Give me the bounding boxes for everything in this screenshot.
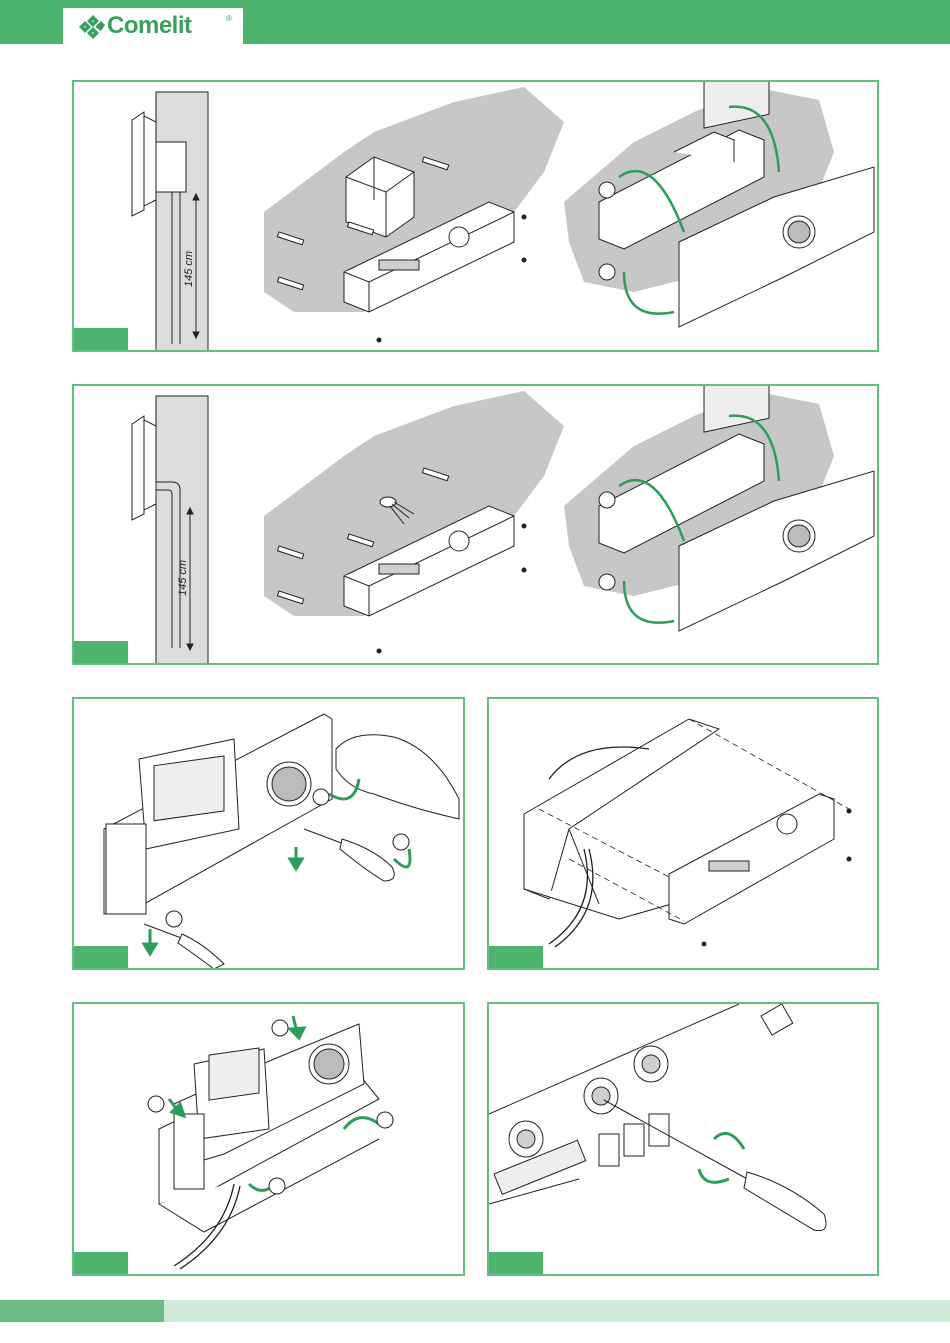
step-marker — [269, 1178, 285, 1194]
panel-tab — [489, 946, 543, 968]
brand-logo: Comelit ® — [63, 8, 243, 44]
monitor-unit — [104, 714, 332, 914]
instruction-panel-2: 145 cm — [72, 384, 879, 665]
side-view — [132, 92, 208, 352]
panel-tab — [74, 946, 128, 968]
height-label: 145 cm — [183, 251, 195, 287]
hand — [336, 735, 459, 819]
panel-tab — [74, 1252, 128, 1274]
panel-tab — [74, 641, 128, 663]
instruction-panel-1: 145 cm — [72, 80, 879, 352]
step-marker — [148, 1096, 164, 1112]
comelit-logo-icon — [75, 15, 105, 39]
brand-registered-mark: ® — [226, 14, 232, 23]
instruction-panel-5 — [72, 1002, 465, 1276]
height-label: 145 cm — [177, 560, 189, 596]
step-marker — [393, 834, 409, 850]
panel-tab — [489, 1252, 543, 1274]
monitor-on-stand-drawing — [74, 1004, 465, 1276]
removal-drawing — [74, 699, 465, 970]
footer-bar-accent — [0, 1300, 164, 1322]
step-marker — [599, 264, 615, 280]
step-marker — [599, 182, 615, 198]
step-marker — [272, 1020, 288, 1036]
installation-drawing-flush-box: 145 cm — [74, 82, 879, 352]
brand-name: Comelit — [107, 12, 192, 40]
instruction-panel-6 — [487, 1002, 879, 1276]
screwdriver — [604, 1100, 826, 1231]
components — [599, 1004, 793, 1166]
rotate-arrows — [699, 1133, 744, 1182]
installation-drawing-surface-cable: 145 cm — [74, 386, 879, 665]
trimmer-adjustment-drawing — [489, 1004, 879, 1276]
base-plate — [669, 794, 834, 924]
instruction-panel-3 — [72, 697, 465, 970]
footer-bar — [164, 1300, 950, 1322]
side-view — [132, 396, 208, 665]
instruction-panel-4 — [487, 697, 879, 970]
desk-stand-drawing — [489, 699, 879, 970]
step-marker — [599, 492, 615, 508]
page-header: Comelit ® — [0, 0, 950, 44]
step-marker — [313, 789, 329, 805]
step-marker — [377, 1112, 393, 1128]
panel-tab — [74, 328, 128, 350]
step-marker — [599, 574, 615, 590]
step-marker — [166, 911, 182, 927]
